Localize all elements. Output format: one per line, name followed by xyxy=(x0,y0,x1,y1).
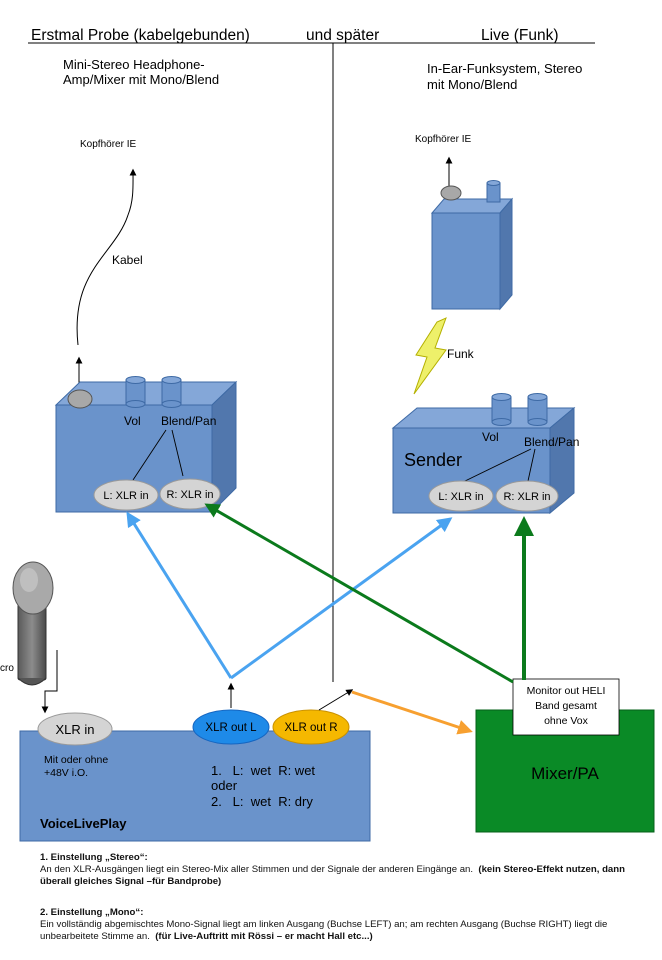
funk-lightning-icon xyxy=(413,317,447,395)
monitor-line3: ohne Vox xyxy=(544,715,589,727)
mono-note-bold: (für Live-Auftritt mit Rössi – er macht … xyxy=(155,931,373,942)
voicelive-phantom-line1: Mit oder ohne xyxy=(44,754,108,766)
voicelive-xlr-in-label: XLR in xyxy=(55,722,94,737)
right-headphone-label: Kopfhörer IE xyxy=(415,134,471,145)
left-blend-label: Blend/Pan xyxy=(161,414,216,428)
left-xlr-l-label: L: XLR in xyxy=(103,490,148,502)
orange-arrow-to-mixer xyxy=(351,690,473,735)
sender-xlr-l-label: L: XLR in xyxy=(438,491,483,503)
stereo-note: 1. Einstellung „Stereo“: An den XLR-Ausg… xyxy=(40,852,640,888)
monitor-line2: Band gesamt xyxy=(535,700,597,712)
receiver-jack-icon xyxy=(440,185,462,201)
stereo-note-bold: (kein Stereo-Effekt nutzen, dann überall… xyxy=(40,864,625,887)
mono-note-body: Ein vollständig abgemischtes Mono-Signal… xyxy=(40,919,640,943)
funk-label: Funk xyxy=(447,347,475,361)
stereo-note-body: An den XLR-Ausgängen liegt ein Stereo-Mi… xyxy=(40,864,640,888)
left-headphone-label: Kopfhörer IE xyxy=(80,139,136,150)
left-xlr-r-input xyxy=(159,478,221,510)
left-title: Erstmal Probe (kabelgebunden) xyxy=(31,27,250,44)
left-xlr-l-input xyxy=(93,479,159,511)
voicelive-option-or: oder xyxy=(211,778,238,793)
right-subtitle-line2: mit Mono/Blend xyxy=(427,77,517,92)
mic-cable-arrow xyxy=(41,650,58,714)
in-ear-receiver xyxy=(430,180,514,311)
mic-label: cro xyxy=(0,663,14,674)
left-xlr-r-label: R: XLR in xyxy=(166,489,213,501)
voicelive-out-l-label: XLR out L xyxy=(205,722,257,734)
receiver-antenna-icon xyxy=(486,180,501,203)
right-subtitle-line1: In-Ear-Funksystem, Stereo xyxy=(427,61,582,76)
sender-xlr-l-input xyxy=(428,480,494,512)
left-cable-label: Kabel xyxy=(112,253,143,267)
sender-xlr-r-label: R: XLR in xyxy=(503,491,550,503)
stereo-note-heading: 1. Einstellung „Stereo“: xyxy=(40,852,148,863)
blue-arrow-to-left-amp xyxy=(126,511,233,679)
left-headphone-amp: Vol Blend/Pan L: XLR in R: XLR in xyxy=(54,376,238,514)
mono-note-text: Ein vollständig abgemischtes Mono-Signal… xyxy=(40,919,608,942)
left-subtitle-line2: Amp/Mixer mit Mono/Blend xyxy=(63,72,219,87)
voicelive-out-r-label: XLR out R xyxy=(284,722,337,734)
mono-note-heading: 2. Einstellung „Mono“: xyxy=(40,907,144,918)
out-r-up-arrow xyxy=(318,689,354,711)
left-vol-label: Vol xyxy=(124,414,141,428)
voicelive-option1: 1. L: wet R: wet xyxy=(211,763,315,778)
sender-unit: Vol Blend/Pan Sender L: XLR in R: XLR in xyxy=(391,393,579,515)
voicelive-name: VoiceLivePlay xyxy=(40,816,127,831)
monitor-line1: Monitor out HELI xyxy=(527,685,606,697)
voicelive-out-r xyxy=(272,709,350,745)
middle-title: und später xyxy=(306,27,379,44)
right-title: Live (Funk) xyxy=(481,27,559,44)
sender-vol-label: Vol xyxy=(482,430,499,444)
voicelive-phantom-line2: +48V i.O. xyxy=(44,767,88,779)
microphone-icon xyxy=(12,561,54,686)
blue-arrow-to-sender xyxy=(230,517,453,680)
mixer-label: Mixer/PA xyxy=(531,764,599,783)
green-arrow-to-left-amp xyxy=(204,503,514,684)
left-blend-knob-icon xyxy=(161,376,182,408)
sender-vol-knob-icon xyxy=(491,393,512,426)
left-cable-line xyxy=(76,168,137,346)
voicelive-xlr-in xyxy=(37,712,113,746)
voicelive-unit: XLR in Mit oder ohne +48V i.O. XLR out L… xyxy=(19,709,371,842)
monitor-out-box xyxy=(512,678,620,736)
sender-blend-label: Blend/Pan xyxy=(524,435,579,449)
sender-xlr-r-input xyxy=(495,480,559,512)
sender-label: Sender xyxy=(404,450,462,470)
left-subtitle-line1: Mini-Stereo Headphone- xyxy=(63,57,205,72)
left-vol-knob-icon xyxy=(125,376,146,408)
mono-note: 2. Einstellung „Mono“: Ein vollständig a… xyxy=(40,907,640,943)
sender-blend-knob-icon xyxy=(527,393,548,426)
voicelive-out-l xyxy=(192,709,270,745)
mixer-pa: Mixer/PA Monitor out HELI Band gesamt oh… xyxy=(475,678,655,833)
voicelive-option2: 2. L: wet R: dry xyxy=(211,794,313,809)
left-jack-icon xyxy=(67,389,93,409)
stereo-note-text: An den XLR-Ausgängen liegt ein Stereo-Mi… xyxy=(40,864,474,875)
